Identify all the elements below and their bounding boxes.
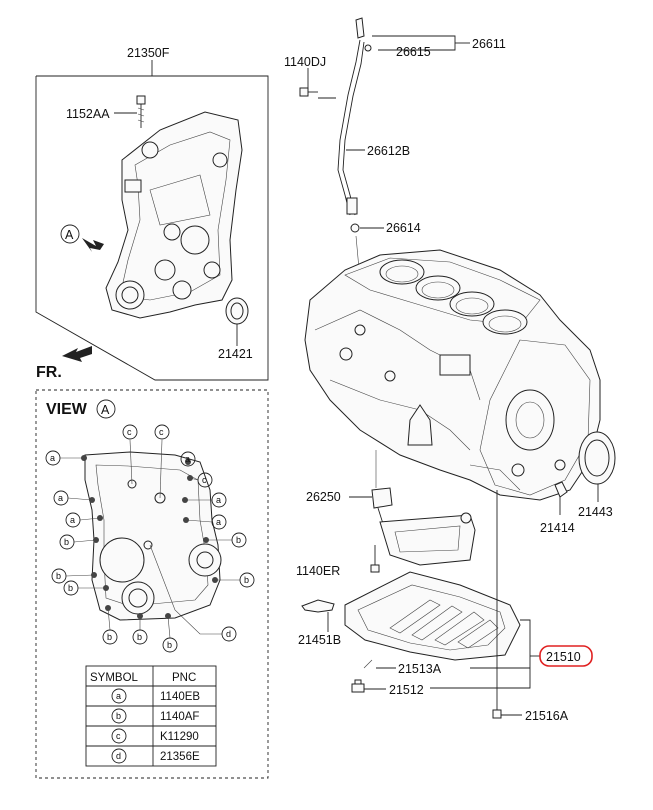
label-21516A[interactable]: 21516A [525,709,569,723]
label-26614[interactable]: 26614 [386,221,421,235]
label-21350F[interactable]: 21350F [127,46,170,60]
label-21513A[interactable]: 21513A [398,662,442,676]
label-1140DJ[interactable]: 1140DJ [284,55,326,69]
label-fr: FR. [36,364,62,381]
callout-b[interactable]: b [102,629,118,645]
svg-text:a: a [70,515,75,525]
svg-text:b: b [107,632,112,642]
callout-a[interactable]: a [53,490,69,506]
label-21512[interactable]: 21512 [389,683,424,697]
callout-b[interactable]: b [231,532,247,548]
table-symbol: c [116,731,121,741]
callout-b[interactable]: b [51,568,67,584]
svg-text:d: d [226,629,231,639]
svg-text:b: b [167,640,172,650]
svg-text:a: a [216,517,221,527]
callout-b[interactable]: b [239,572,255,588]
callout-a[interactable]: a [211,514,227,530]
label-21414[interactable]: 21414 [540,521,575,535]
callout-b[interactable]: b [63,580,79,596]
clip-21414 [554,481,568,498]
front-arrow-icon [62,346,92,362]
drain-plug-21512 [351,679,365,693]
view-title: VIEW [46,401,88,418]
bolt-1140ER [370,545,380,573]
svg-text:b: b [137,632,142,642]
baffle-21451B [301,599,335,613]
svg-text:a: a [58,493,63,503]
svg-text:a: a [216,495,221,505]
callout-c[interactable]: c [154,424,170,440]
table-symbol: d [116,751,121,761]
table-symbol: a [116,691,121,701]
table-header-symbol: SYMBOL [90,672,139,684]
svg-text:c: c [127,427,132,437]
label-21421[interactable]: 21421 [218,347,253,361]
table-pnc[interactable]: K11290 [160,731,199,743]
view-direction-arrow [82,238,104,252]
table-pnc[interactable]: 1140AF [160,711,199,723]
cylinder-block [304,249,601,501]
view-callouts: a c c a c a a a a b b b b b b b b d [45,424,255,653]
highlight-21510 [539,645,593,667]
oil-seal-21421 [225,297,249,325]
svg-text:b: b [244,575,249,585]
label-26250[interactable]: 26250 [306,490,341,504]
label-1152AA[interactable]: 1152AA [66,107,110,121]
bolt-1152AA [136,95,146,128]
rear-seal-21443 [578,431,616,485]
callout-c[interactable]: c [122,424,138,440]
view-a-panel: VIEW A [35,389,269,779]
label-1140ER[interactable]: 1140ER [296,564,340,578]
bolt-1140DJ [299,87,318,97]
svg-text:c: c [159,427,164,437]
callout-a[interactable]: a [180,451,196,467]
view-title-marker: A [101,403,110,417]
oil-pan [344,571,521,661]
callout-b[interactable]: b [59,534,75,550]
table-pnc[interactable]: 21356E [160,751,200,763]
bolt-21516A [492,490,502,719]
front-cover-panel: 21350F 1152AA 21421 [35,46,269,381]
table-pnc[interactable]: 1140EB [160,691,200,703]
svg-text:a: a [185,454,190,464]
symbol-table: SYMBOL PNC a 1140EB b 1140AF c K11290 d … [85,665,217,767]
svg-text:b: b [64,537,69,547]
label-21451B[interactable]: 21451B [298,633,341,647]
callout-a[interactable]: a [65,512,81,528]
oil-strainer [371,487,476,566]
svg-text:b: b [56,571,61,581]
svg-text:b: b [68,583,73,593]
label-26611[interactable]: 26611 [472,37,506,51]
svg-text:c: c [202,475,207,485]
callout-b[interactable]: b [132,629,148,645]
label-21510[interactable]: 21510 [546,650,581,664]
label-21443[interactable]: 21443 [578,505,613,519]
table-symbol: b [116,711,121,721]
callout-b[interactable]: b [162,637,178,653]
callout-c[interactable]: c [197,472,213,488]
view-marker-circle [60,224,80,244]
table-header-pnc: PNC [172,672,196,684]
view-arrow-marker: A [65,228,74,242]
label-26615[interactable]: 26615 [396,45,431,59]
svg-text:a: a [50,453,55,463]
callout-d[interactable]: d [221,626,237,642]
label-26612B[interactable]: 26612B [367,144,410,158]
callout-a[interactable]: a [211,492,227,508]
callout-a[interactable]: a [45,450,61,466]
svg-text:b: b [236,535,241,545]
